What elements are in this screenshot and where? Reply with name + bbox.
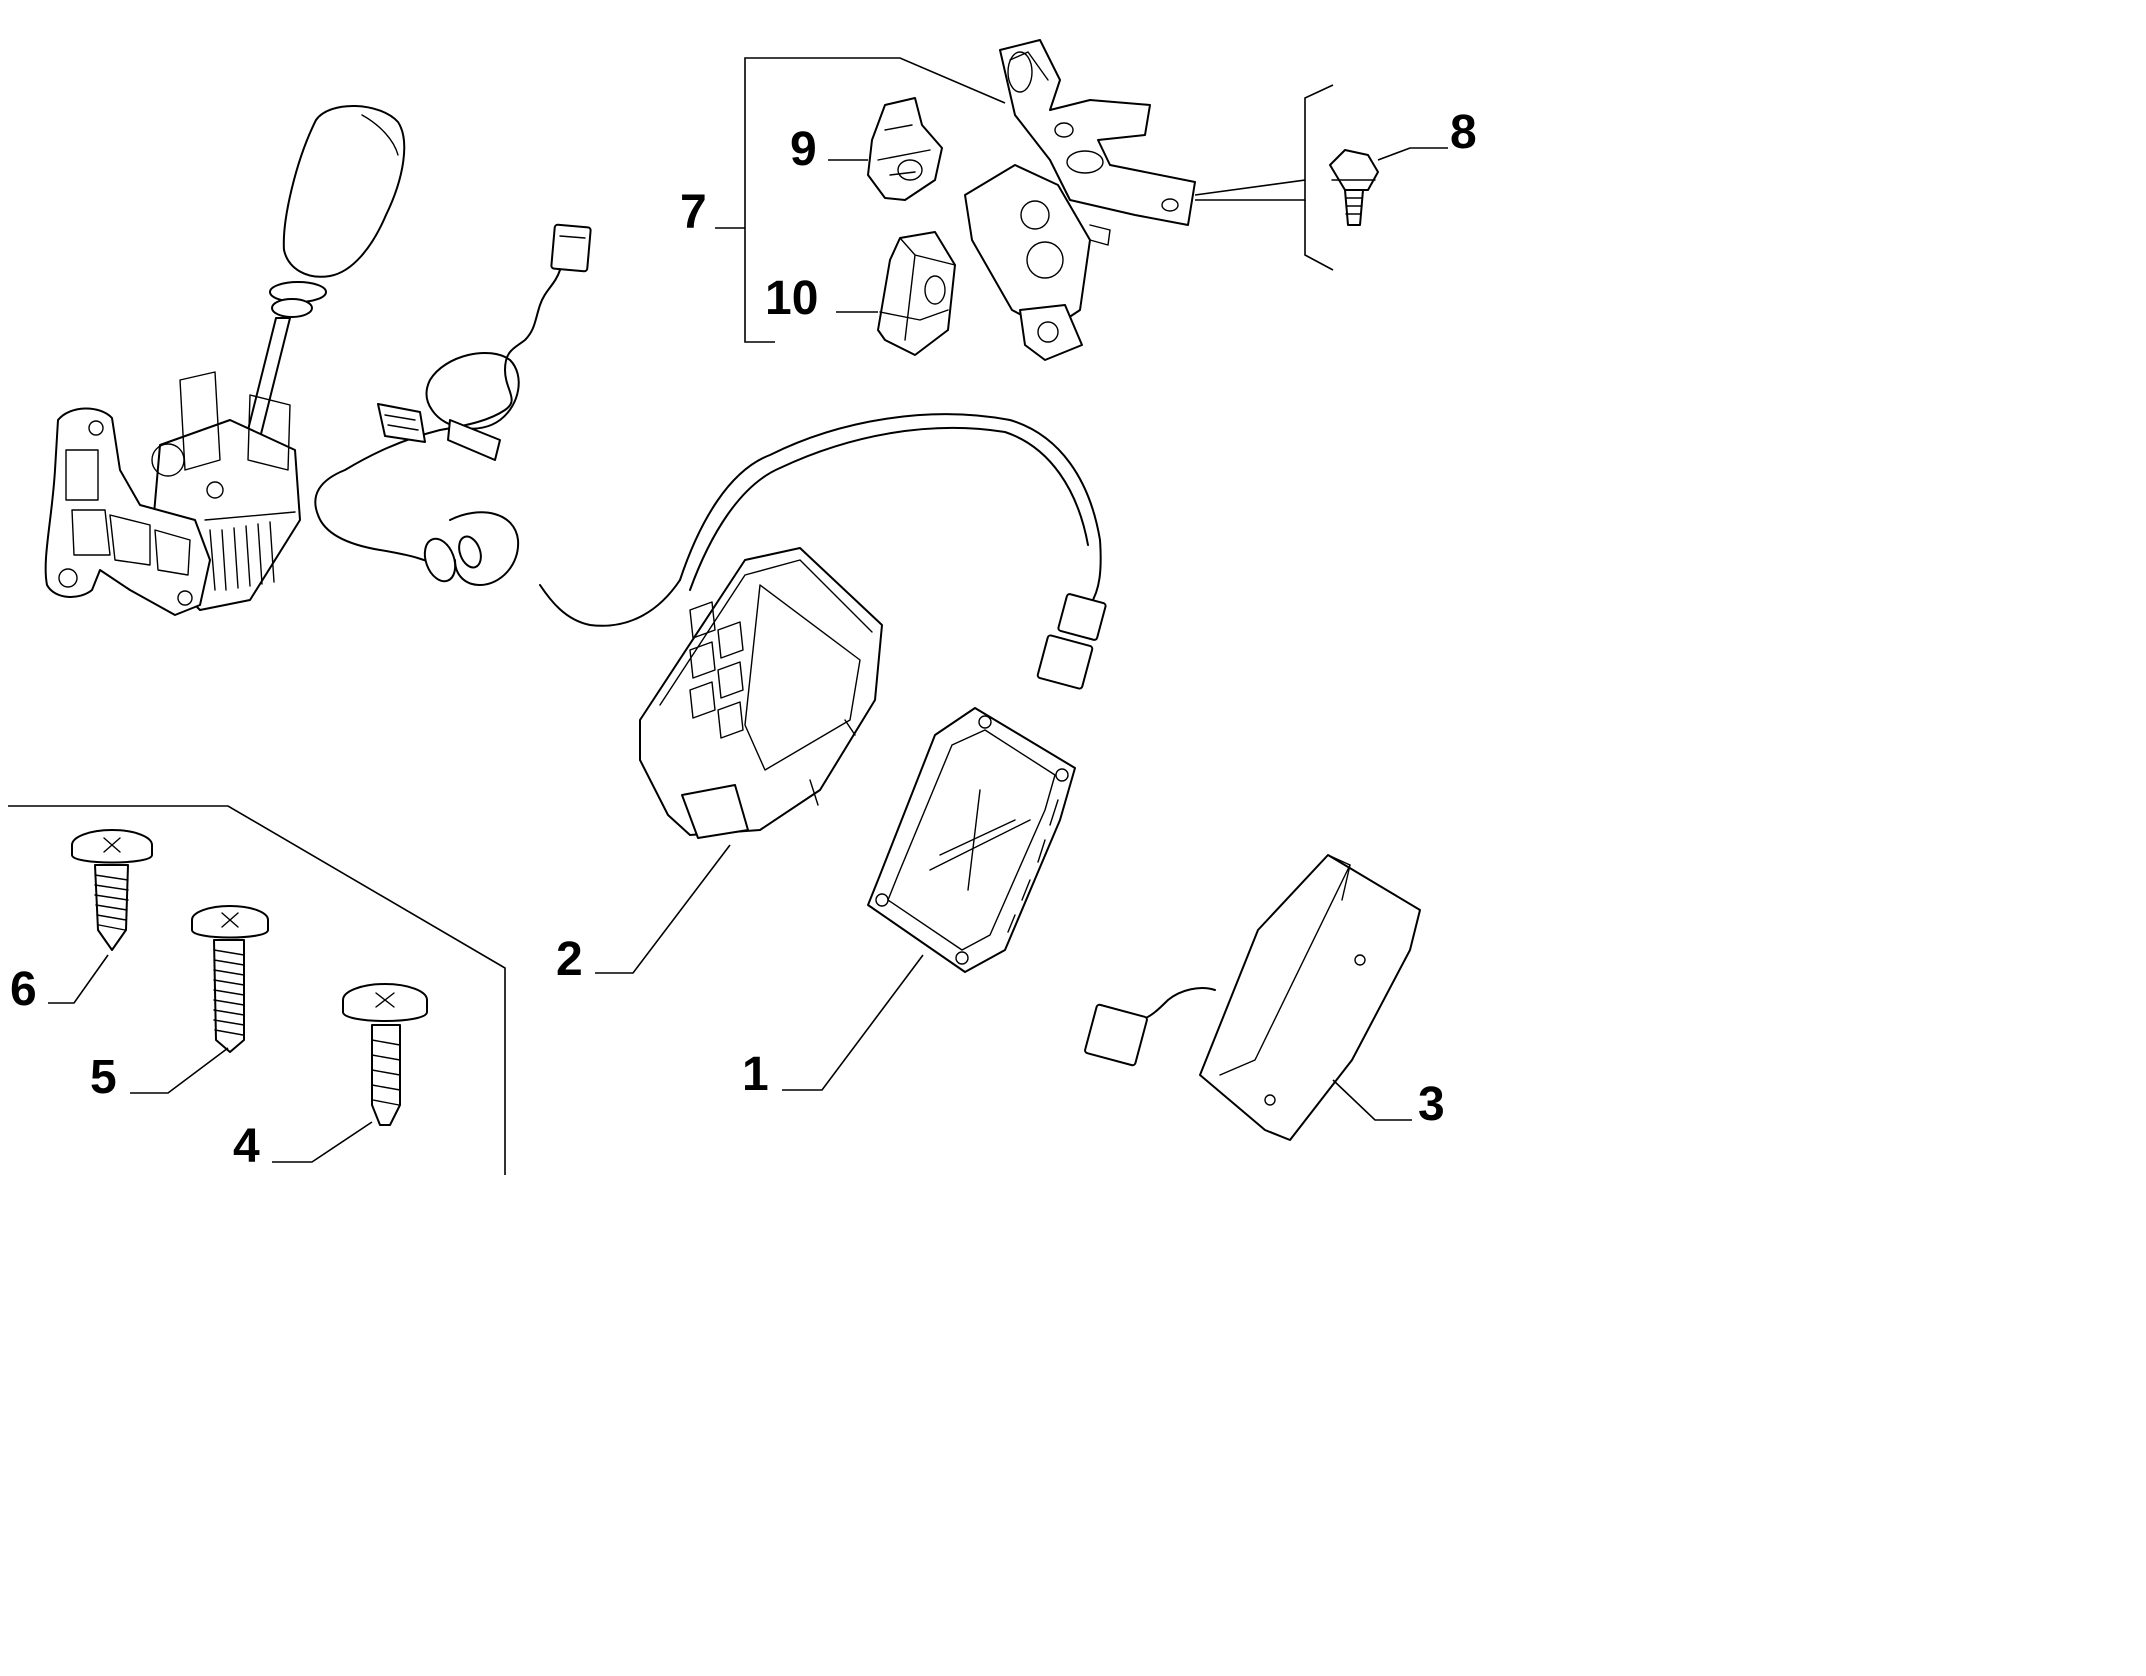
part-7-bracket-assembly-icon bbox=[964, 39, 1196, 361]
callout-4: 4 bbox=[233, 1120, 260, 1173]
part-2-control-unit-housing-icon bbox=[539, 413, 1107, 839]
leader-lines bbox=[48, 147, 1448, 1163]
part-5-screw-medium-icon bbox=[191, 905, 269, 1053]
callout-labels: 1 2 3 4 5 6 7 8 9 10 bbox=[10, 106, 1477, 1173]
callout-9: 9 bbox=[790, 123, 817, 176]
gear-lever-icon bbox=[44, 104, 406, 616]
part-7-bracket-frame bbox=[715, 57, 1006, 343]
callout-5: 5 bbox=[90, 1051, 117, 1104]
part-1-control-unit-module-icon bbox=[867, 707, 1076, 973]
part-3-bracket-cover-icon bbox=[1084, 854, 1421, 1141]
leader-2 bbox=[595, 844, 731, 974]
part-9-retaining-clip-icon bbox=[867, 97, 943, 201]
part-10-connector-clip-icon bbox=[877, 231, 956, 356]
callout-8: 8 bbox=[1450, 106, 1477, 159]
leader-8 bbox=[1377, 147, 1448, 161]
callout-1: 1 bbox=[742, 1048, 769, 1101]
callout-7: 7 bbox=[680, 186, 707, 239]
part-8-bracket-frame bbox=[1194, 84, 1334, 271]
wiring-harness-icon bbox=[314, 223, 592, 586]
leader-3 bbox=[1332, 1079, 1412, 1121]
exploded-parts-diagram: 1 2 3 4 5 6 7 8 9 10 bbox=[8, 39, 1477, 1175]
callout-10: 10 bbox=[765, 272, 818, 325]
screw-group-frame bbox=[8, 805, 506, 1175]
callout-3: 3 bbox=[1418, 1078, 1445, 1131]
part-6-screw-short-icon bbox=[71, 829, 153, 951]
part-4-screw-long-icon bbox=[342, 983, 428, 1126]
part-8-hex-bolt-icon bbox=[1329, 149, 1379, 226]
leader-1 bbox=[782, 954, 924, 1091]
leader-4 bbox=[272, 1121, 373, 1163]
callout-2: 2 bbox=[556, 933, 583, 986]
leader-6 bbox=[48, 954, 109, 1004]
leader-5 bbox=[130, 1047, 229, 1094]
callout-6: 6 bbox=[10, 963, 37, 1016]
